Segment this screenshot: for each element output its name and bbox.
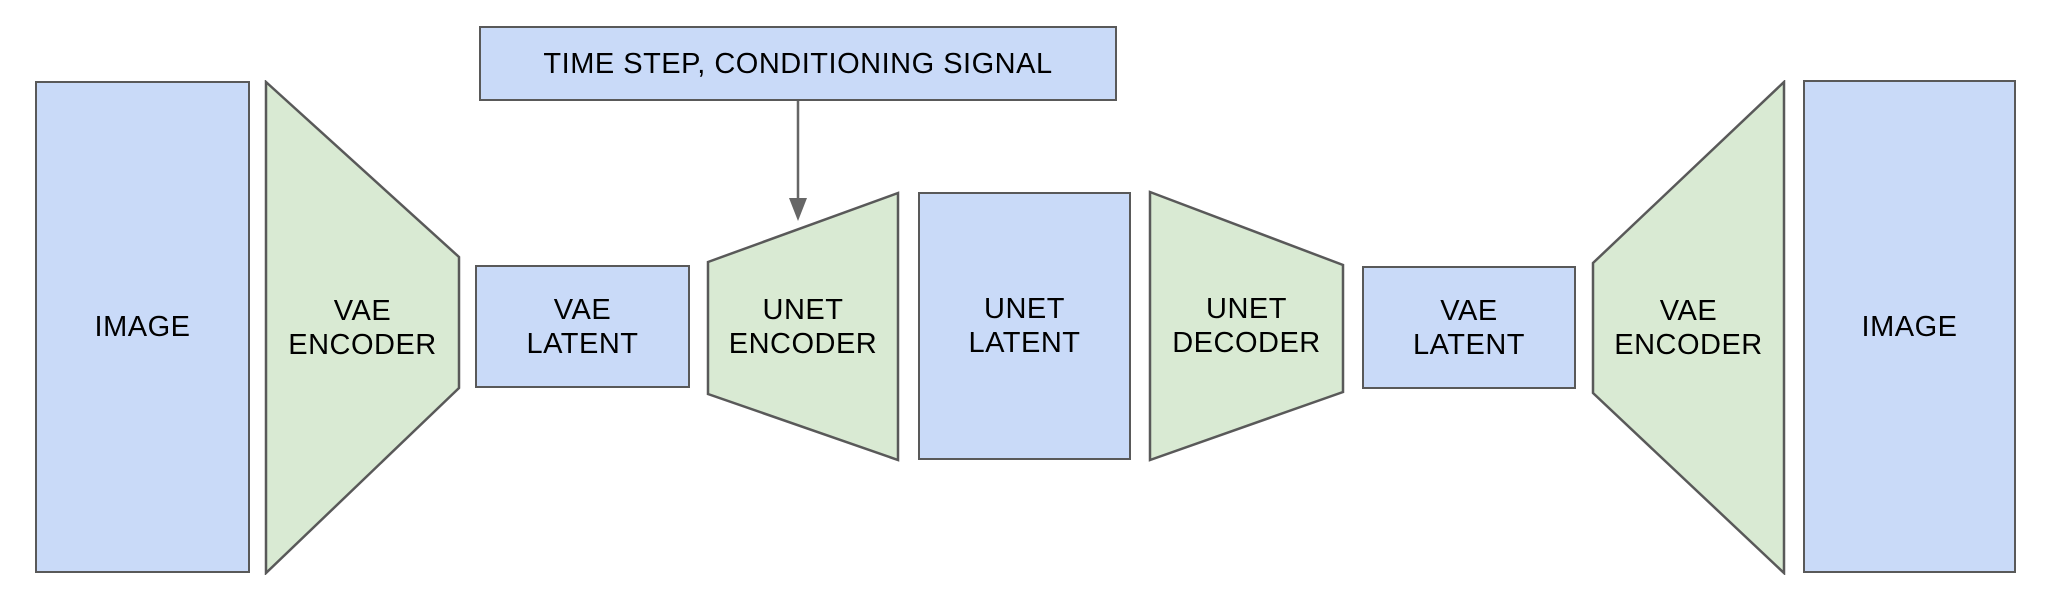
unet-decoder-trapezoid (1148, 190, 1345, 462)
trapezoid-polygon (706, 191, 900, 462)
arrow-head (789, 198, 807, 221)
unet-latent-box: UNET LATENT (918, 192, 1131, 460)
vae-encoder-right-label: VAE ENCODER (1614, 294, 1763, 361)
trapezoid-polygon (1591, 80, 1786, 575)
conditioning-arrow (789, 101, 807, 221)
image-left-label: IMAGE (94, 311, 191, 343)
image-left-box: IMAGE (35, 81, 250, 573)
vae-encoder-left-shape: VAE ENCODER (264, 80, 461, 575)
image-right-box: IMAGE (1803, 80, 2016, 573)
unet-decoder-shape: UNET DECODER (1148, 190, 1345, 462)
unet-encoder-shape: UNET ENCODER (706, 191, 900, 462)
vae-encoder-right-shape: VAE ENCODER (1591, 80, 1786, 575)
conditioning-signal-box: TIME STEP, CONDITIONING SIGNAL (479, 26, 1117, 101)
conditioning-signal-label: TIME STEP, CONDITIONING SIGNAL (543, 47, 1053, 80)
trapezoid-polygon (264, 80, 461, 575)
vae-encoder-left-trapezoid (264, 80, 461, 575)
image-right-label: IMAGE (1861, 310, 1958, 343)
vae-latent-left-label: VAE LATENT (526, 293, 639, 360)
trapezoid-polygon (1148, 190, 1345, 462)
vae-latent-right-label: VAE LATENT (1412, 294, 1526, 361)
unet-encoder-label: UNET ENCODER (728, 293, 878, 360)
vae-latent-right-box: VAE LATENT (1362, 266, 1576, 389)
unet-encoder-trapezoid (706, 191, 900, 462)
vae-encoder-right-trapezoid (1591, 80, 1786, 575)
vae-latent-left-box: VAE LATENT (475, 265, 690, 388)
unet-decoder-label: UNET DECODER (1172, 293, 1321, 359)
unet-latent-label: UNET LATENT (968, 293, 1081, 359)
vae-encoder-left-label: VAE ENCODER (288, 294, 437, 361)
